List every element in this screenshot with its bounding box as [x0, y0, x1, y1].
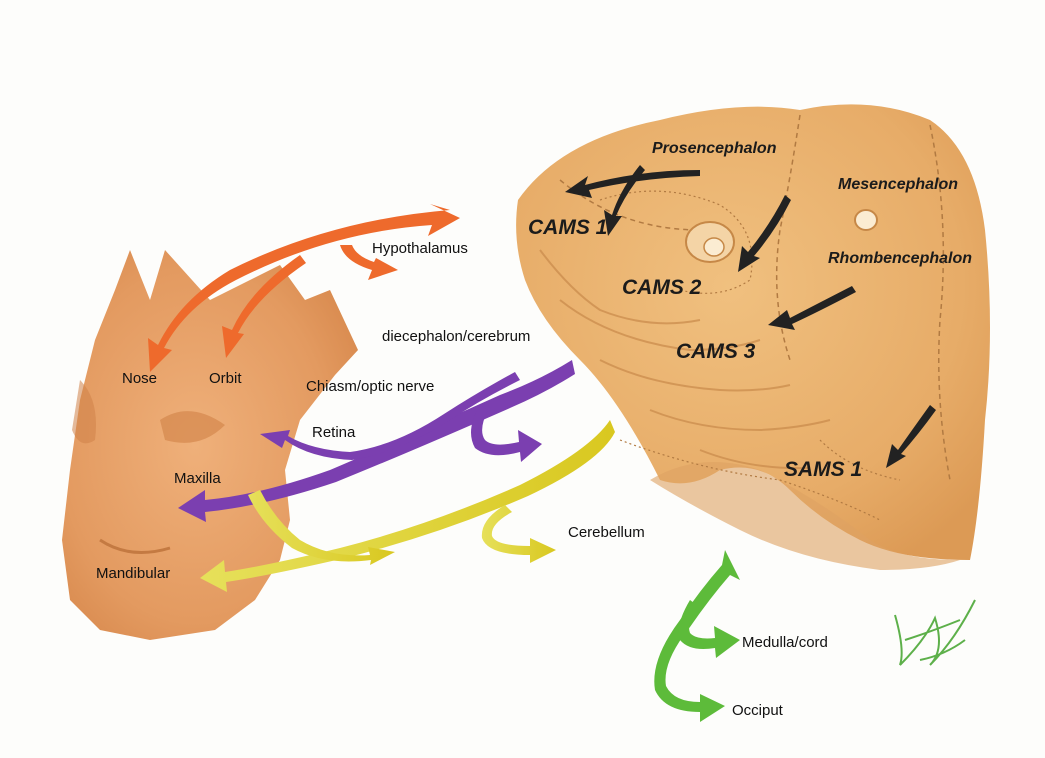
label-medulla-cord: Medulla/cord: [742, 634, 828, 651]
label-cams-2: CAMS 2: [622, 276, 701, 300]
label-chiasm-optic-nerve: Chiasm/optic nerve: [306, 378, 434, 395]
label-rhombencephalon: Rhombencephalon: [828, 250, 972, 268]
label-occiput: Occiput: [732, 702, 783, 719]
label-hypothalamus: Hypothalamus: [372, 240, 468, 257]
label-mesencephalon: Mesencephalon: [838, 176, 958, 194]
label-prosencephalon: Prosencephalon: [652, 140, 776, 158]
green-arrows: [654, 550, 740, 722]
label-diencephalon-cerebrum: diecephalon/cerebrum: [382, 328, 530, 345]
label-maxilla: Maxilla: [174, 470, 221, 487]
embryo-lens: [704, 238, 724, 256]
artist-signature: [895, 600, 975, 665]
label-orbit: Orbit: [209, 370, 242, 387]
label-cerebellum: Cerebellum: [568, 524, 645, 541]
label-cams-3: CAMS 3: [676, 340, 755, 364]
embryo-otic-vesicle: [855, 210, 877, 230]
label-mandibular: Mandibular: [96, 565, 170, 582]
label-nose: Nose: [122, 370, 157, 387]
label-cams-1: CAMS 1: [528, 216, 607, 240]
label-sams-1: SAMS 1: [784, 458, 862, 482]
label-retina: Retina: [312, 424, 355, 441]
